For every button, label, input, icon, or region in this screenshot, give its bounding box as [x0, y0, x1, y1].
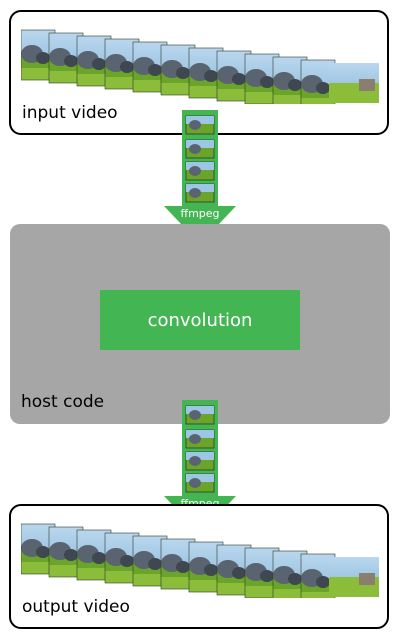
ffmpeg-decode-label: ffmpeg — [180, 207, 220, 220]
host-code-label: host code — [21, 392, 105, 412]
input-video-label: input video — [22, 103, 118, 123]
output-video-box: output video — [9, 504, 389, 629]
host-code-box: convolution host code — [10, 224, 390, 424]
convolution-box: convolution — [100, 290, 300, 350]
convolution-label: convolution — [147, 309, 253, 331]
output-video-label: output video — [22, 597, 130, 617]
film-strip-icon — [185, 405, 215, 493]
output-video-frames — [21, 523, 379, 598]
ffmpeg-decode-arrow: ffmpeg — [164, 110, 236, 244]
down-arrow-icon — [164, 110, 236, 244]
input-video-frames — [21, 29, 379, 104]
film-strip-icon — [185, 115, 215, 203]
